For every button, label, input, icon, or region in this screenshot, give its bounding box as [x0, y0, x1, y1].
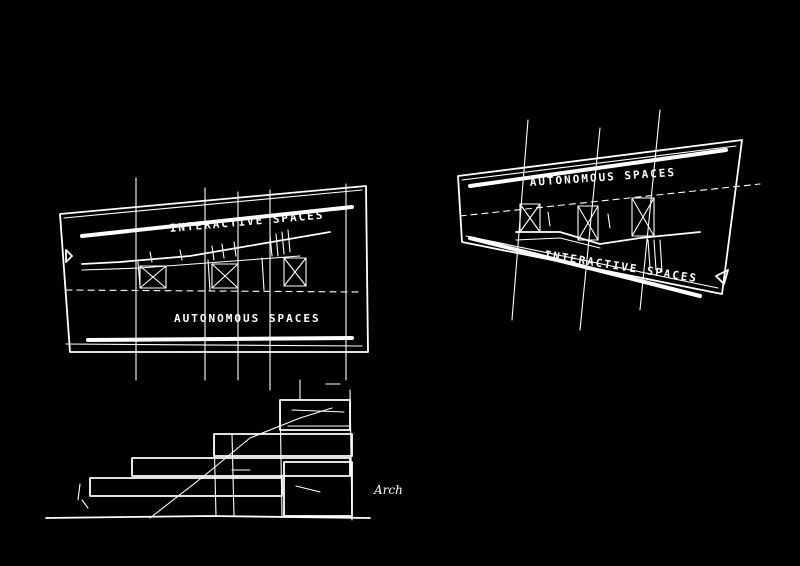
section-ramp [149, 407, 333, 519]
right-cell-x-3 [631, 197, 655, 237]
left-outer-frame [59, 185, 369, 353]
right-corridor [515, 231, 701, 245]
left-cell-x-2 [211, 263, 239, 289]
right-plan-sketch: AUTONOMOUS SPACES INTERACTIVE SPACES [457, 109, 761, 331]
right-outer-frame [457, 139, 743, 295]
right-top-band [468, 148, 728, 188]
left-dashed-axis [65, 289, 361, 293]
section-block-5 [283, 461, 353, 517]
left-cell-x-1 [139, 265, 167, 289]
right-label-interactive: INTERACTIVE SPACES [544, 248, 699, 285]
right-bottom-band [468, 236, 702, 298]
left-cell-x-3 [283, 257, 307, 287]
left-label-interactive: INTERACTIVE SPACES [169, 209, 325, 235]
section-sketch: Arch [45, 379, 403, 521]
right-north-arrow [715, 269, 729, 285]
right-dashed-axis [459, 183, 761, 217]
right-cell-x-2 [577, 205, 599, 241]
left-north-arrow [65, 249, 73, 263]
left-plan-sketch: INTERACTIVE SPACES AUTONOMOUS SPACES [59, 177, 369, 391]
left-corridor [81, 231, 331, 265]
left-bottom-band [86, 336, 354, 342]
right-cell-x-1 [519, 203, 541, 233]
section-note-arch: Arch [373, 483, 403, 497]
left-label-autonomous: AUTONOMOUS SPACES [174, 312, 321, 325]
section-ground-line [45, 515, 371, 519]
section-block-3 [213, 433, 353, 457]
left-top-band [80, 205, 354, 238]
section-block-1 [89, 477, 283, 497]
section-block-2 [131, 457, 351, 477]
